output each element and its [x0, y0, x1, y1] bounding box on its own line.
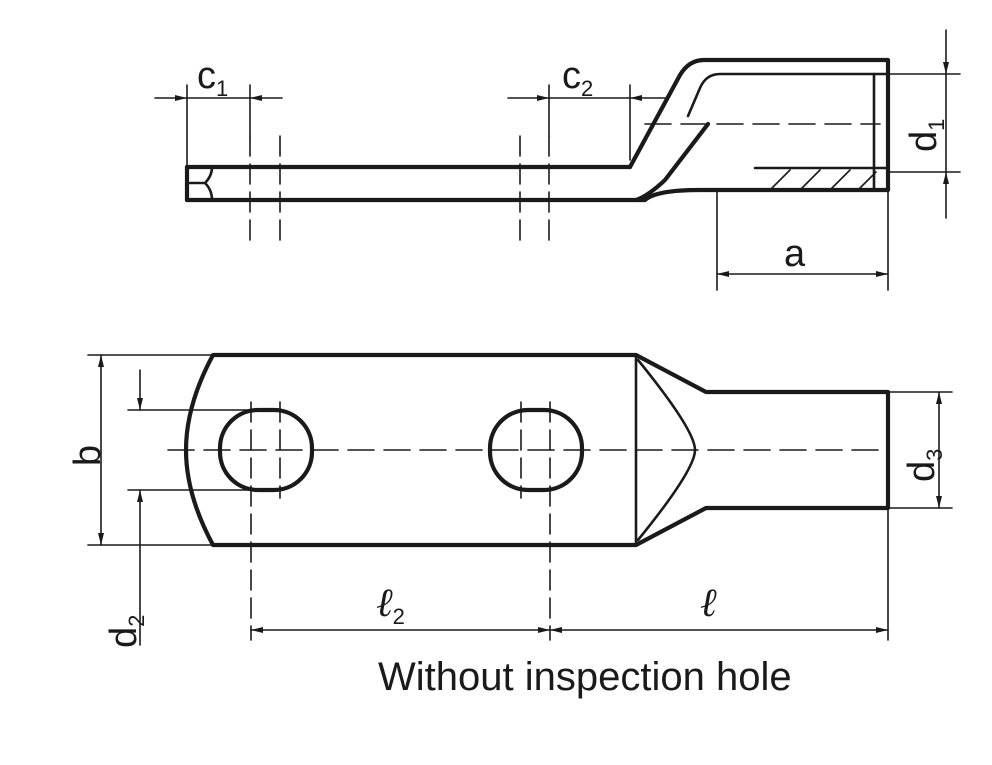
label-d2-sub: 2: [124, 615, 149, 627]
barrel-inner-wall: [686, 72, 890, 118]
label-c1-sub: 1: [216, 76, 228, 101]
svg-text:d1: d1: [903, 119, 949, 152]
top-view: b d2 d3 ℓ2 ℓ: [67, 352, 953, 648]
dimension-d3: d3: [887, 391, 953, 509]
label-c1: c: [197, 55, 216, 97]
dimension-d1: d1: [887, 29, 961, 219]
label-d2: d: [103, 627, 145, 648]
label-c2: c: [562, 55, 581, 97]
label-a: a: [784, 233, 806, 275]
svg-text:c1: c1: [197, 55, 228, 101]
label-c2-sub: 2: [581, 76, 593, 101]
label-d3-sub: 3: [922, 449, 947, 461]
palm-end-curve: [188, 165, 214, 202]
dimension-c1: c1: [154, 55, 283, 168]
barrel-hatching: [769, 169, 877, 191]
dimension-l2: ℓ2: [250, 580, 551, 633]
label-d1-sub: 1: [924, 119, 949, 131]
side-view: c1 c2 a d1: [154, 29, 961, 291]
dimension-c2: c2: [507, 55, 669, 161]
lug-outline: [183, 352, 891, 548]
svg-text:ℓ2: ℓ2: [376, 580, 405, 629]
svg-text:d2: d2: [103, 615, 149, 648]
dimension-l: ℓ: [549, 507, 889, 641]
label-d1: d: [903, 131, 945, 152]
svg-text:d3: d3: [901, 449, 947, 482]
label-d3: d: [901, 461, 943, 482]
dimension-a: a: [716, 189, 889, 291]
label-l2-sub: 2: [393, 604, 405, 629]
svg-text:c2: c2: [562, 55, 593, 101]
dimension-d2: d2: [103, 369, 253, 648]
barrel-outline: [627, 57, 891, 203]
label-l2: ℓ: [376, 580, 393, 625]
dimension-b: b: [67, 354, 214, 546]
label-l: ℓ: [700, 580, 717, 625]
caption: Without inspection hole: [378, 655, 792, 699]
label-b: b: [67, 445, 109, 466]
